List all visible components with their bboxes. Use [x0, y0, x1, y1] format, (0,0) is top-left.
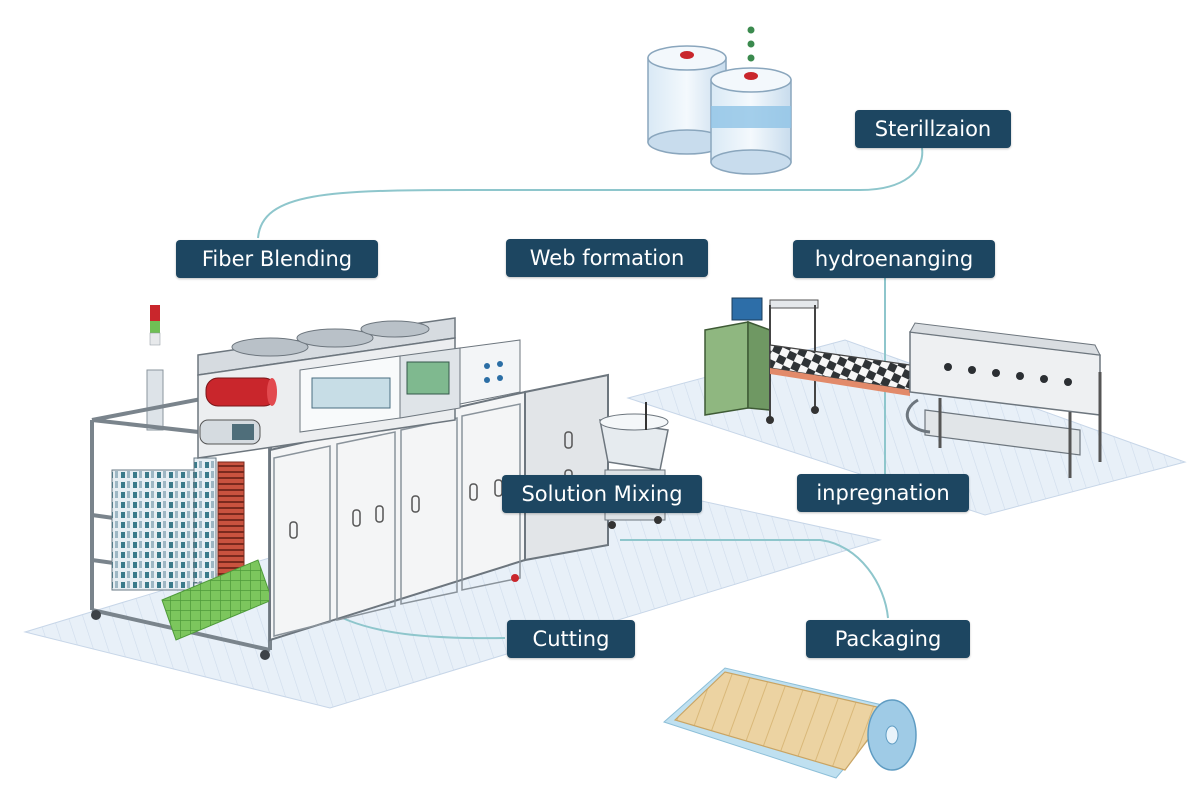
step-label-cutting: Cutting — [507, 620, 635, 658]
signal-tower — [146, 305, 164, 431]
hydroentangling-machine — [905, 322, 1102, 478]
main-cabinet — [269, 373, 609, 642]
step-label-fiber-blending: Fiber Blending — [176, 240, 378, 278]
web-formation-hopper — [704, 297, 819, 424]
step-label-hydroentangling: hydroenanging — [793, 240, 995, 278]
final-product-roll — [663, 667, 917, 779]
top-housing — [197, 317, 521, 459]
step-label-solution-mixing: Solution Mixing — [502, 475, 702, 513]
left-shelf-goods — [111, 469, 195, 591]
step-label-sterilization: Sterillzaion — [855, 110, 1011, 148]
sterilization-drums — [647, 26, 792, 175]
step-label-impregnation: inpregnation — [797, 474, 969, 512]
left-coil-stack — [193, 457, 217, 584]
step-label-web-formation: Web formation — [506, 239, 708, 277]
left-red-coil — [217, 461, 245, 581]
step-label-packaging: Packaging — [806, 620, 970, 658]
